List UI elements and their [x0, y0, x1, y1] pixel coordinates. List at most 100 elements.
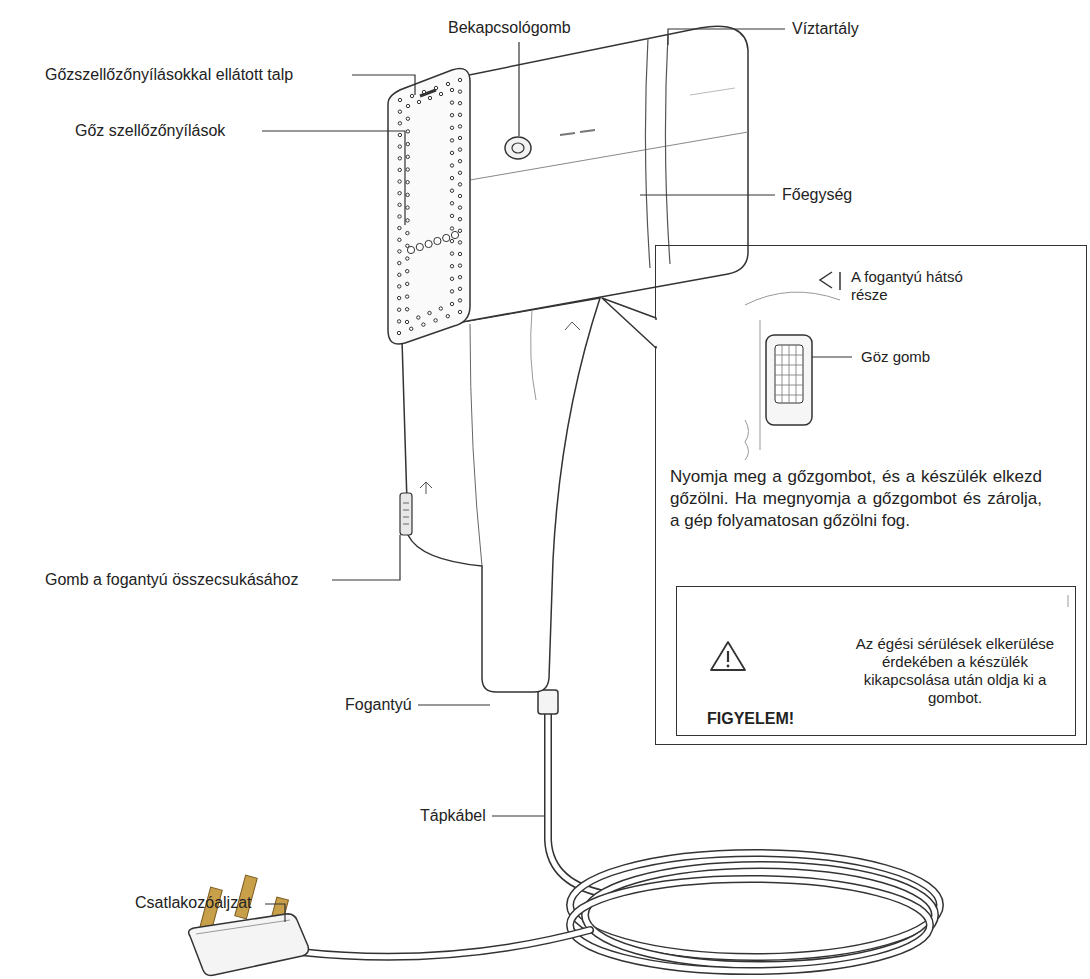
vent-hole	[451, 231, 458, 238]
vent-hole	[450, 101, 453, 104]
vent-hole	[450, 214, 453, 217]
vent-hole	[416, 243, 423, 250]
vent-hole	[458, 252, 461, 255]
vent-hole	[458, 160, 461, 163]
steam-button-grid	[775, 345, 803, 403]
plug-body	[189, 914, 309, 976]
leader-line	[265, 904, 285, 922]
vent-hole	[410, 94, 413, 97]
vent-hole	[458, 229, 461, 232]
vent-hole	[406, 104, 409, 107]
cable-outline	[548, 712, 610, 895]
vent-hole	[397, 320, 400, 323]
cable-fill	[548, 712, 610, 895]
vent-hole	[398, 250, 401, 253]
warning-heading: FIGYELEM!	[707, 709, 857, 729]
vent-hole	[428, 311, 431, 314]
leader-line	[492, 815, 545, 816]
instruction-text: Nyomja meg a gőzgombot, és a készülék el…	[670, 466, 1042, 532]
vent-hole	[398, 98, 401, 101]
vent-hole	[458, 125, 461, 128]
vent-hole	[458, 90, 461, 93]
hinge-seam	[470, 324, 482, 566]
warning-dot	[727, 665, 730, 668]
vent-hole	[458, 310, 461, 313]
part-label: Főegység	[782, 185, 852, 205]
vent-hole	[406, 282, 409, 285]
vent-hole	[405, 320, 408, 323]
view-caption: A fogantyú hátsó része	[851, 268, 991, 304]
part-name: Göz gomb	[861, 348, 991, 366]
vent-hole	[398, 285, 401, 288]
part-label: Fogantyú	[345, 695, 412, 715]
vent-hole	[398, 168, 401, 171]
vent-hole	[450, 227, 453, 230]
strain-relief	[538, 690, 558, 714]
warning-mark	[727, 651, 729, 662]
vent-hole	[458, 206, 461, 209]
vent-hole	[398, 180, 401, 183]
handle-back-edge	[745, 292, 840, 305]
leader-line	[418, 704, 490, 705]
vent-hole	[398, 122, 401, 125]
leader-line	[518, 42, 519, 136]
vent-hole	[428, 96, 431, 99]
leader-line	[332, 535, 400, 580]
vent-hole	[450, 126, 453, 129]
vent-hole	[446, 82, 449, 85]
power-cable	[300, 712, 940, 971]
cable-fill	[300, 930, 590, 957]
vent-hole	[398, 192, 401, 195]
vent-hole	[439, 92, 442, 95]
vent-hole	[434, 319, 437, 322]
vent-hole	[406, 206, 409, 209]
vent-hole	[450, 202, 453, 205]
vent-hole	[450, 164, 453, 167]
direction-bar	[839, 272, 841, 290]
vent-hole	[450, 290, 453, 293]
handle-seam	[531, 310, 536, 400]
handle-outline	[402, 298, 600, 692]
part-label: Víztartály	[792, 19, 859, 39]
part-label: Gomb a fogantyú összecsukásához	[45, 570, 298, 590]
vent-hole	[406, 142, 409, 145]
vent-hole	[450, 88, 453, 91]
steam-button-face	[775, 345, 803, 403]
vent-hole	[450, 277, 453, 280]
vent-hole	[450, 139, 453, 142]
vent-hole	[398, 215, 401, 218]
fold-symbol	[420, 482, 432, 494]
vent-hole	[446, 315, 449, 318]
vent-hole	[406, 219, 409, 222]
vent-hole	[450, 252, 453, 255]
vent-hole	[405, 308, 408, 311]
vent-hole	[406, 231, 409, 234]
page-mark	[1068, 595, 1069, 607]
tank-highlight	[690, 88, 735, 95]
vent-hole	[397, 331, 400, 334]
warning-triangle	[711, 642, 745, 670]
leader-line	[668, 29, 785, 45]
soleplate-mark	[420, 90, 436, 96]
vent-hole	[406, 130, 409, 133]
vent-hole	[458, 136, 461, 139]
power-button	[505, 137, 531, 159]
vent-hole	[443, 234, 450, 241]
vent-hole	[398, 133, 401, 136]
vent-hole	[417, 316, 420, 319]
vent-hole	[406, 181, 409, 184]
part-label: Bekapcsológomb	[448, 18, 571, 38]
vent-hole	[458, 299, 461, 302]
vent-hole	[398, 226, 401, 229]
vent-hole	[406, 155, 409, 158]
body-crease	[470, 132, 748, 180]
vent-hole	[458, 183, 461, 186]
vent-hole	[458, 102, 461, 105]
vent-hole	[397, 296, 400, 299]
vent-hole	[406, 193, 409, 196]
vent-hole	[458, 287, 461, 290]
vent-hole	[434, 237, 441, 244]
vent-hole	[398, 203, 401, 206]
vent-hole	[450, 151, 453, 154]
vent-hole	[450, 302, 453, 305]
